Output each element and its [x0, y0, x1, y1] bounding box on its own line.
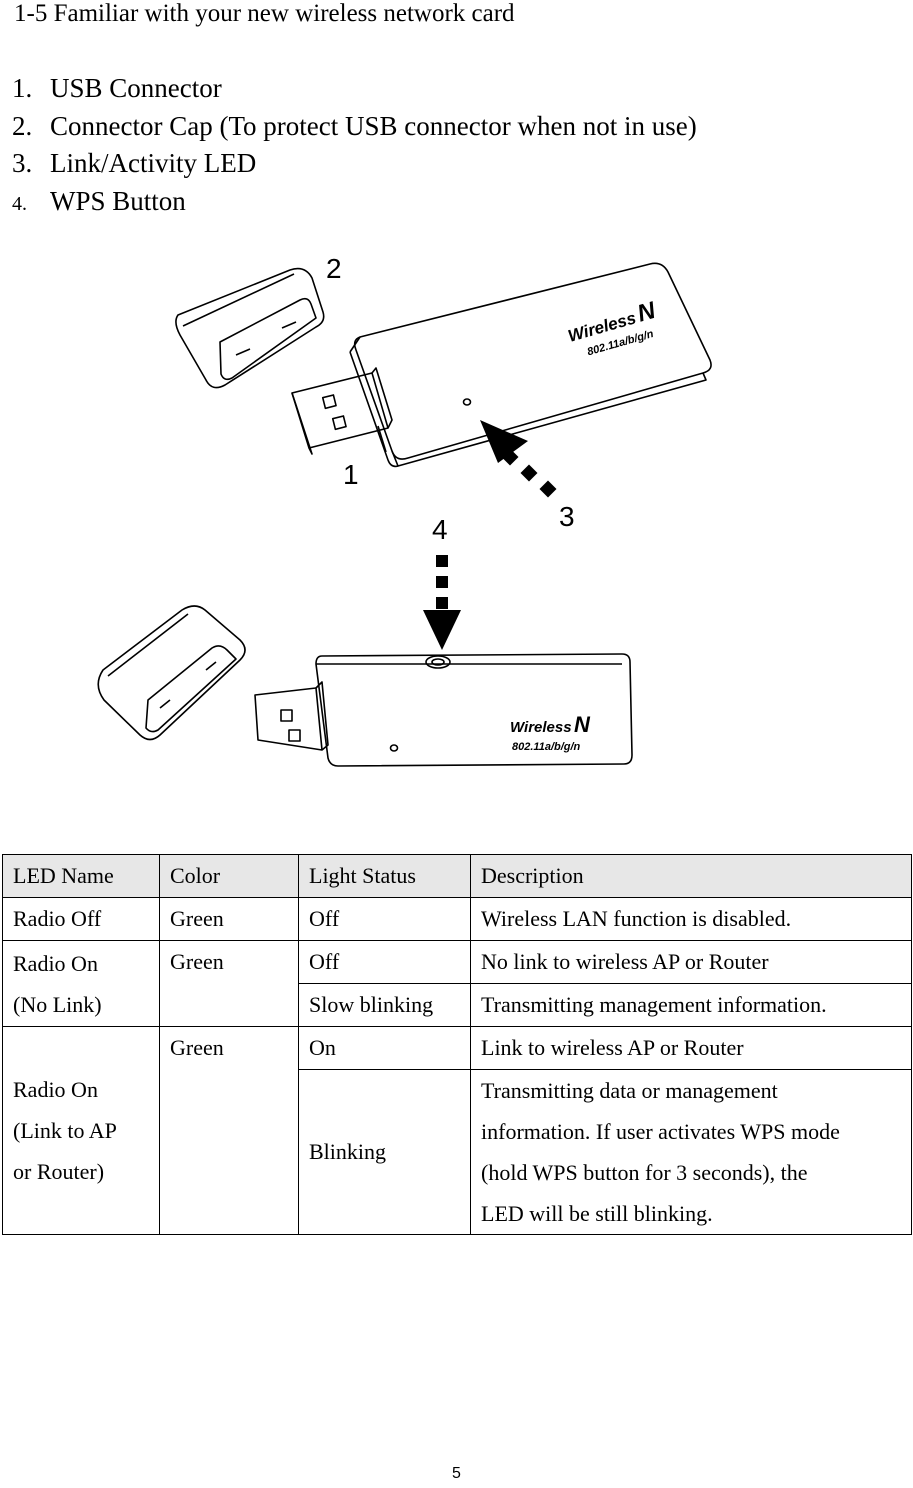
feature-list: 1. USB Connector 2. Connector Cap (To prot…	[12, 70, 697, 220]
color-cell: Green	[159, 940, 299, 1027]
description-line: information. If user activates WPS mode	[481, 1119, 840, 1144]
led-indicator-bottom	[389, 744, 399, 752]
table-row: Radio On (No Link) Green Off No link to …	[2, 940, 912, 1027]
header-color: Color	[159, 854, 299, 898]
arrow-3	[480, 420, 557, 498]
feature-number: 4.	[12, 192, 27, 215]
feature-item-wps-button: 4. WPS Button	[12, 183, 697, 221]
led-name-line: Radio On	[13, 1077, 98, 1102]
feature-item-link-activity-led: 3. Link/Activity LED	[12, 145, 697, 183]
adapter-figure: Wireless N 802.11a/b/g/n	[0, 230, 913, 810]
color-cell: Green	[159, 897, 299, 941]
usb-plug-top	[291, 367, 393, 455]
logo-letter: N	[574, 712, 591, 737]
logo-spec: 802.11a/b/g/n	[512, 741, 581, 753]
description-line: Transmitting data or management	[481, 1078, 778, 1103]
logo-wordmark: Wireless	[510, 719, 572, 736]
section-title: 1-5 Familiar with your new wireless netw…	[14, 0, 515, 27]
adapter-illustration: Wireless N 802.11a/b/g/n	[97, 262, 712, 767]
adapter-body-top: Wireless N 802.11a/b/g/n	[349, 262, 712, 468]
connector-cap-bottom	[97, 605, 246, 741]
connector-cap-top	[175, 267, 325, 389]
table-row: Radio Off Green Off Wireless LAN functio…	[2, 897, 912, 941]
feature-label: Link/Activity LED	[50, 148, 257, 178]
wireless-n-logo: Wireless N 802.11a/b/g/n	[566, 297, 659, 359]
led-name-line: or Router)	[13, 1159, 105, 1184]
adapter-body-bottom: Wireless N 802.11a/b/g/n	[315, 653, 633, 767]
callout-3: 3	[559, 501, 575, 532]
color-cell: Green	[159, 1026, 299, 1235]
callout-2: 2	[326, 253, 342, 284]
header-led-name: LED Name	[2, 854, 160, 898]
description-cell: Link to wireless AP or Router	[470, 1026, 912, 1070]
description-cell: Wireless LAN function is disabled.	[470, 897, 912, 941]
led-indicator-top	[462, 398, 472, 406]
logo-letter: N	[634, 297, 659, 328]
feature-number: 1.	[12, 73, 33, 103]
led-name-cell: Radio Off	[2, 897, 160, 941]
led-name-line: (Link to AP	[13, 1118, 117, 1143]
description-line: LED will be still blinking.	[481, 1201, 713, 1226]
wps-button	[425, 655, 451, 669]
wireless-n-logo-bottom: Wireless N 802.11a/b/g/n	[510, 712, 591, 753]
table-row: Radio On (Link to AP or Router) Green On…	[2, 1026, 912, 1235]
callout-1: 1	[343, 459, 359, 490]
led-status-table: LED Name Color Light Status Description …	[2, 854, 912, 1235]
feature-number: 3.	[12, 148, 33, 178]
led-name-line: (No Link)	[13, 991, 102, 1017]
led-name-line: Radio On	[13, 950, 98, 976]
status-cell: Off	[298, 940, 471, 984]
status-cell: Blinking	[298, 1069, 471, 1235]
callout-4: 4	[432, 514, 448, 545]
feature-label: WPS Button	[50, 185, 186, 216]
status-cell: Slow blinking	[298, 983, 471, 1027]
description-cell: No link to wireless AP or Router	[470, 940, 912, 984]
feature-number: 2.	[12, 110, 33, 141]
feature-label: USB Connector	[50, 73, 222, 103]
header-light-status: Light Status	[298, 854, 471, 898]
description-cell: Transmitting management information.	[470, 983, 912, 1027]
feature-label: Connector Cap (To protect USB connector …	[50, 110, 697, 141]
table-row: Blinking Transmitting data or management…	[3, 1069, 912, 1235]
led-name-cell: Radio On (No Link)	[2, 940, 160, 1027]
table-row: Slow blinking Transmitting management in…	[3, 983, 912, 1027]
feature-item-usb-connector: 1. USB Connector	[12, 70, 697, 108]
description-cell: Transmitting data or management informat…	[470, 1069, 912, 1235]
arrow-4	[423, 555, 461, 650]
table-header-row: LED Name Color Light Status Description	[2, 854, 912, 898]
header-description: Description	[470, 854, 912, 898]
status-cell: On	[298, 1026, 471, 1070]
page-number: 5	[452, 1465, 461, 1482]
led-name-cell: Radio On (Link to AP or Router)	[2, 1026, 160, 1235]
feature-item-connector-cap: 2. Connector Cap (To protect USB connecto…	[12, 108, 697, 146]
usb-plug-bottom	[254, 681, 329, 751]
description-line: (hold WPS button for 3 seconds), the	[481, 1160, 808, 1185]
status-cell: Off	[298, 897, 471, 941]
